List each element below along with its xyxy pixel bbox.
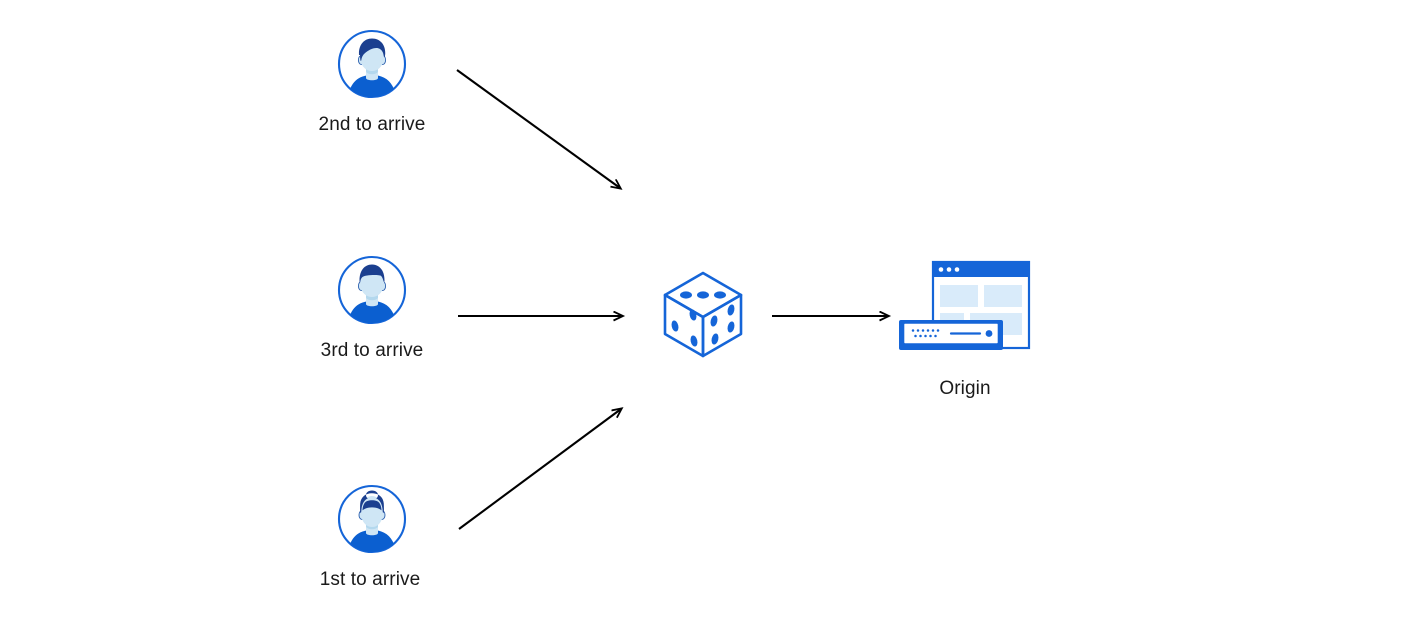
edge-1st-to-dice [458,409,621,530]
user-avatar-icon [336,254,408,326]
node-label-user-3rd: 3rd to arrive [320,340,424,361]
origin-server-icon [895,258,1035,364]
browser-window [931,260,1031,350]
node-label-user-1st: 1st to arrive [319,569,421,590]
user-avatar-icon [336,483,408,555]
node-label-origin: Origin [939,378,991,399]
dice-icon [658,268,748,360]
user-avatar-icon [336,28,408,100]
edge-2nd-to-dice [456,69,620,188]
node-label-user-2nd: 2nd to arrive [318,114,426,135]
server-device [899,320,1003,350]
